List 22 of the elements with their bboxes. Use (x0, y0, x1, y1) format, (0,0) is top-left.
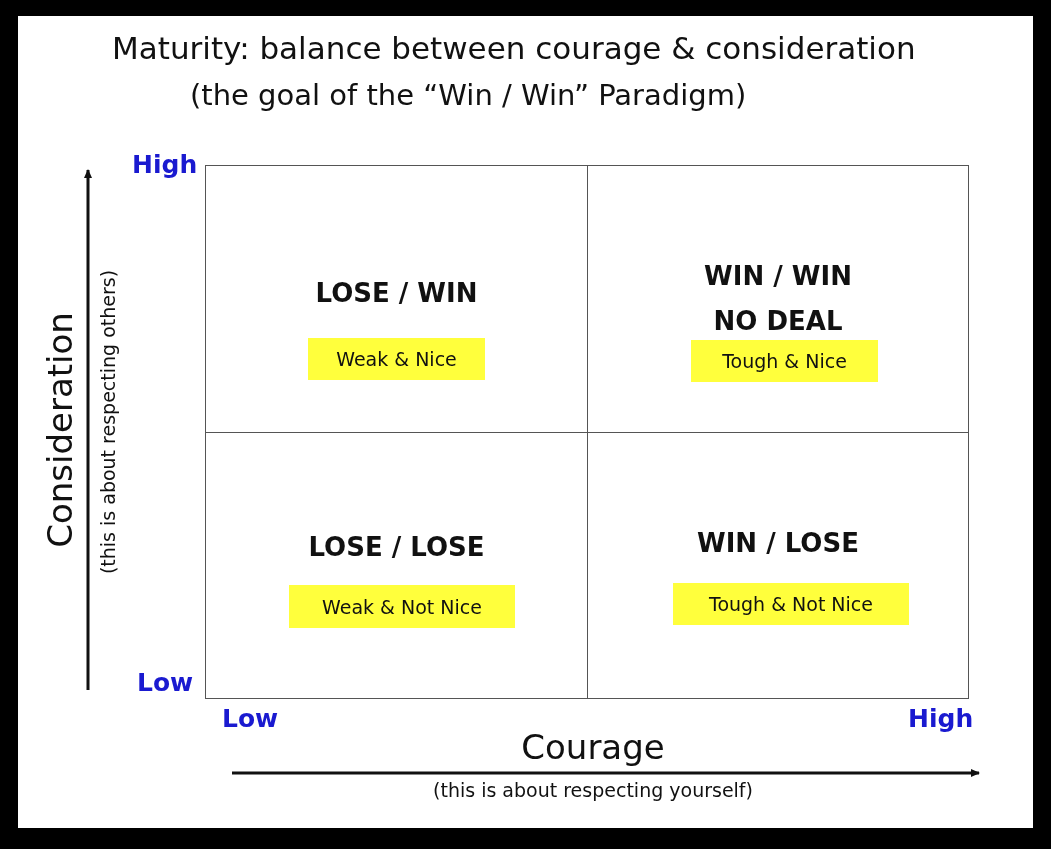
highlight-label: Tough & Not Nice (673, 583, 909, 625)
quadrant-box (587, 432, 969, 699)
quadrant-heading: LOSE / WIN (314, 277, 479, 310)
axis-title: Consideration (40, 312, 80, 548)
axis-label: Low (222, 704, 279, 733)
quadrant-heading: LOSE / LOSE (307, 531, 486, 564)
axis-label: High (132, 150, 198, 179)
quadrant-heading: WIN / WIN NO DEAL (703, 260, 853, 338)
quadrant-box (205, 165, 588, 433)
axis-title: Courage (521, 727, 665, 767)
highlight-label: Weak & Not Nice (289, 585, 515, 628)
axis-label: High (908, 704, 974, 733)
title: Maturity: balance between courage & consideration (112, 30, 916, 66)
highlight-label: Tough & Nice (691, 340, 878, 382)
quadrant-box (587, 165, 969, 433)
axis-subtitle: (this is about respecting yourself) (433, 779, 753, 801)
subtitle: (the goal of the “Win / Win” Paradigm) (190, 78, 747, 112)
highlight-label: Weak & Nice (308, 338, 485, 380)
quadrant-box (205, 432, 588, 699)
quadrant-heading: WIN / LOSE (696, 527, 860, 560)
axis-label: Low (137, 668, 194, 697)
axis-subtitle: (this is about respecting others) (97, 269, 119, 575)
